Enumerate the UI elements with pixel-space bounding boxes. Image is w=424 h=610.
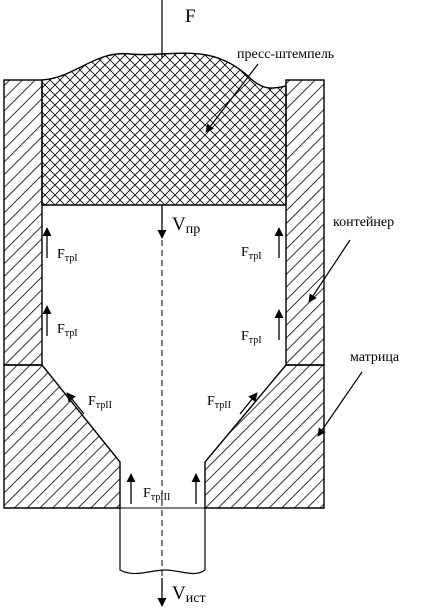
friction-label-left-lower: FтрI bbox=[57, 322, 78, 339]
container-right-wall bbox=[285, 79, 325, 366]
friction-label-left-upper: FтрI bbox=[57, 247, 78, 264]
die-right bbox=[204, 364, 325, 509]
friction-label-cone-right: FтрII bbox=[207, 394, 231, 411]
die-label: матрица bbox=[350, 350, 400, 365]
extruded-product bbox=[119, 508, 206, 575]
friction-label-right-upper: FтрI bbox=[241, 245, 262, 262]
friction-label-right-lower: FтрI bbox=[241, 329, 262, 346]
friction-arrow-cone-right bbox=[239, 392, 258, 415]
output-velocity-label: Vист bbox=[172, 583, 206, 606]
container-label: контейнер bbox=[333, 215, 394, 230]
punch-leader bbox=[205, 63, 259, 133]
punch-label: пресс-штемпель bbox=[237, 47, 334, 62]
die-leader bbox=[317, 371, 363, 437]
container-leader bbox=[308, 239, 351, 303]
friction-arrow-cone-left bbox=[66, 392, 85, 415]
friction-label-cone-left: FтрII bbox=[88, 394, 112, 411]
force-label: F bbox=[185, 6, 196, 27]
press-punch bbox=[41, 52, 287, 206]
friction-label-land: FтрIII bbox=[143, 486, 170, 503]
container-left-wall bbox=[3, 79, 43, 366]
punch-velocity-label: Vпр bbox=[172, 214, 200, 237]
die-left bbox=[3, 364, 121, 509]
